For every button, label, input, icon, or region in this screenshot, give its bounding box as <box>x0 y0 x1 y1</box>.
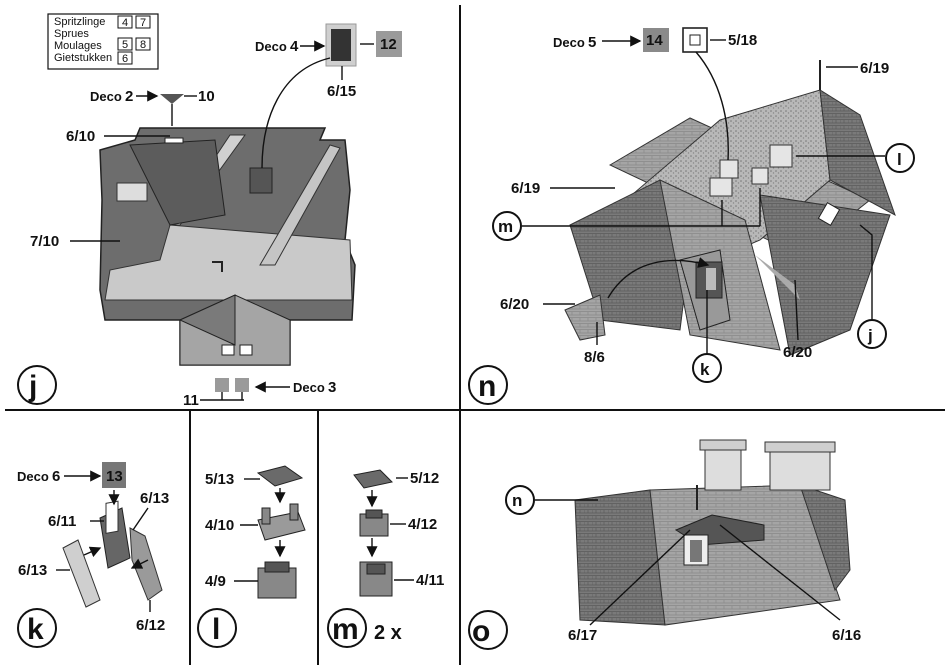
reference-label-j: j <box>867 326 873 345</box>
part-label-6-13-left: 6/13 <box>18 562 47 579</box>
legend-number: 6 <box>122 53 128 65</box>
legend-name: Moulages <box>54 40 102 52</box>
part-label-6-20-left: 6/20 <box>500 296 529 313</box>
part-label-6-19-top: 6/19 <box>860 60 889 77</box>
deco-2-label: Deco <box>90 89 122 104</box>
step-label-o: o <box>472 615 490 648</box>
step-label-l: l <box>212 613 220 646</box>
part-label-4-12: 4/12 <box>408 516 437 533</box>
reference-label-m: m <box>498 217 513 236</box>
part-label-6-19-left: 6/19 <box>511 180 540 197</box>
legend-name: Gietstukken <box>54 52 112 64</box>
part-label-4-11: 4/11 <box>416 572 444 589</box>
roof-detail-illustration <box>575 440 850 625</box>
panel-k: Deco 6 13 6/11 6/13 6/13 6/12 k <box>17 462 169 647</box>
deco-5-number: 5 <box>588 34 596 51</box>
sprue-legend: Spritzlinge Sprues Moulages Gietstukken … <box>48 14 158 69</box>
part-label-14: 14 <box>646 32 663 49</box>
part-label-6-13-right: 6/13 <box>140 490 169 507</box>
legend-name: Sprues <box>54 28 89 40</box>
part-label-5-18: 5/18 <box>728 32 757 49</box>
legend-name: Spritzlinge <box>54 16 105 28</box>
deco-4-number: 4 <box>290 38 299 55</box>
panel-n: Deco 5 14 5/18 6/19 l 6/19 m 6/20 8/6 k … <box>469 28 914 404</box>
part-label-4-9: 4/9 <box>205 573 226 590</box>
part-label-6-11: 6/11 <box>48 513 76 530</box>
part-label-7-10: 7/10 <box>30 233 59 250</box>
reference-label-k: k <box>700 360 710 379</box>
reference-label-l: l <box>897 150 902 169</box>
step-label-n: n <box>478 370 496 403</box>
part-label-6-12: 6/12 <box>136 617 165 634</box>
legend-number: 5 <box>122 39 128 51</box>
panel-m: 5/12 4/12 4/11 m 2 x <box>328 470 444 647</box>
roof-top-view-illustration <box>100 128 355 392</box>
deco-6-number: 6 <box>52 468 60 485</box>
panel-j: Deco 4 12 6/15 Deco 2 10 6/10 7/10 11 De… <box>18 24 402 409</box>
reference-label-n: n <box>512 491 522 510</box>
house-roof-perspective-illustration <box>565 60 895 355</box>
multiplier-label: 2 x <box>374 622 402 644</box>
legend-number: 4 <box>122 17 128 29</box>
panel-o: n 6/17 6/16 o <box>469 440 861 649</box>
part-label-8-6: 8/6 <box>584 349 605 366</box>
legend-number: 8 <box>140 39 146 51</box>
deco-3-label: Deco <box>293 380 325 395</box>
step-label-m: m <box>332 613 359 646</box>
part-label-6-16: 6/16 <box>832 627 861 644</box>
part-label-4-10: 4/10 <box>205 517 234 534</box>
part-label-12: 12 <box>380 36 397 53</box>
panel-l: 5/13 4/10 4/9 l <box>198 466 305 647</box>
part-label-6-17: 6/17 <box>568 627 597 644</box>
step-label-k: k <box>27 613 44 646</box>
part-label-5-13: 5/13 <box>205 471 234 488</box>
part-label-6-20-right: 6/20 <box>783 344 812 361</box>
deco-4-label: Deco <box>255 39 287 54</box>
legend-number: 7 <box>140 17 146 29</box>
part-label-6-15: 6/15 <box>327 83 356 100</box>
part-label-6-10: 6/10 <box>66 128 95 145</box>
deco-6-label: Deco <box>17 469 49 484</box>
step-label-j: j <box>28 370 37 403</box>
deco-3-number: 3 <box>328 379 336 396</box>
part-label-5-12: 5/12 <box>410 470 439 487</box>
deco-2-number: 2 <box>125 88 133 105</box>
part-label-13: 13 <box>106 468 123 485</box>
chimney-l-assembly-illustration <box>258 466 305 598</box>
chimney-m-assembly-illustration <box>354 470 392 596</box>
part-label-10: 10 <box>198 88 215 105</box>
part-label-11: 11 <box>183 392 199 409</box>
deco-5-label: Deco <box>553 35 585 50</box>
